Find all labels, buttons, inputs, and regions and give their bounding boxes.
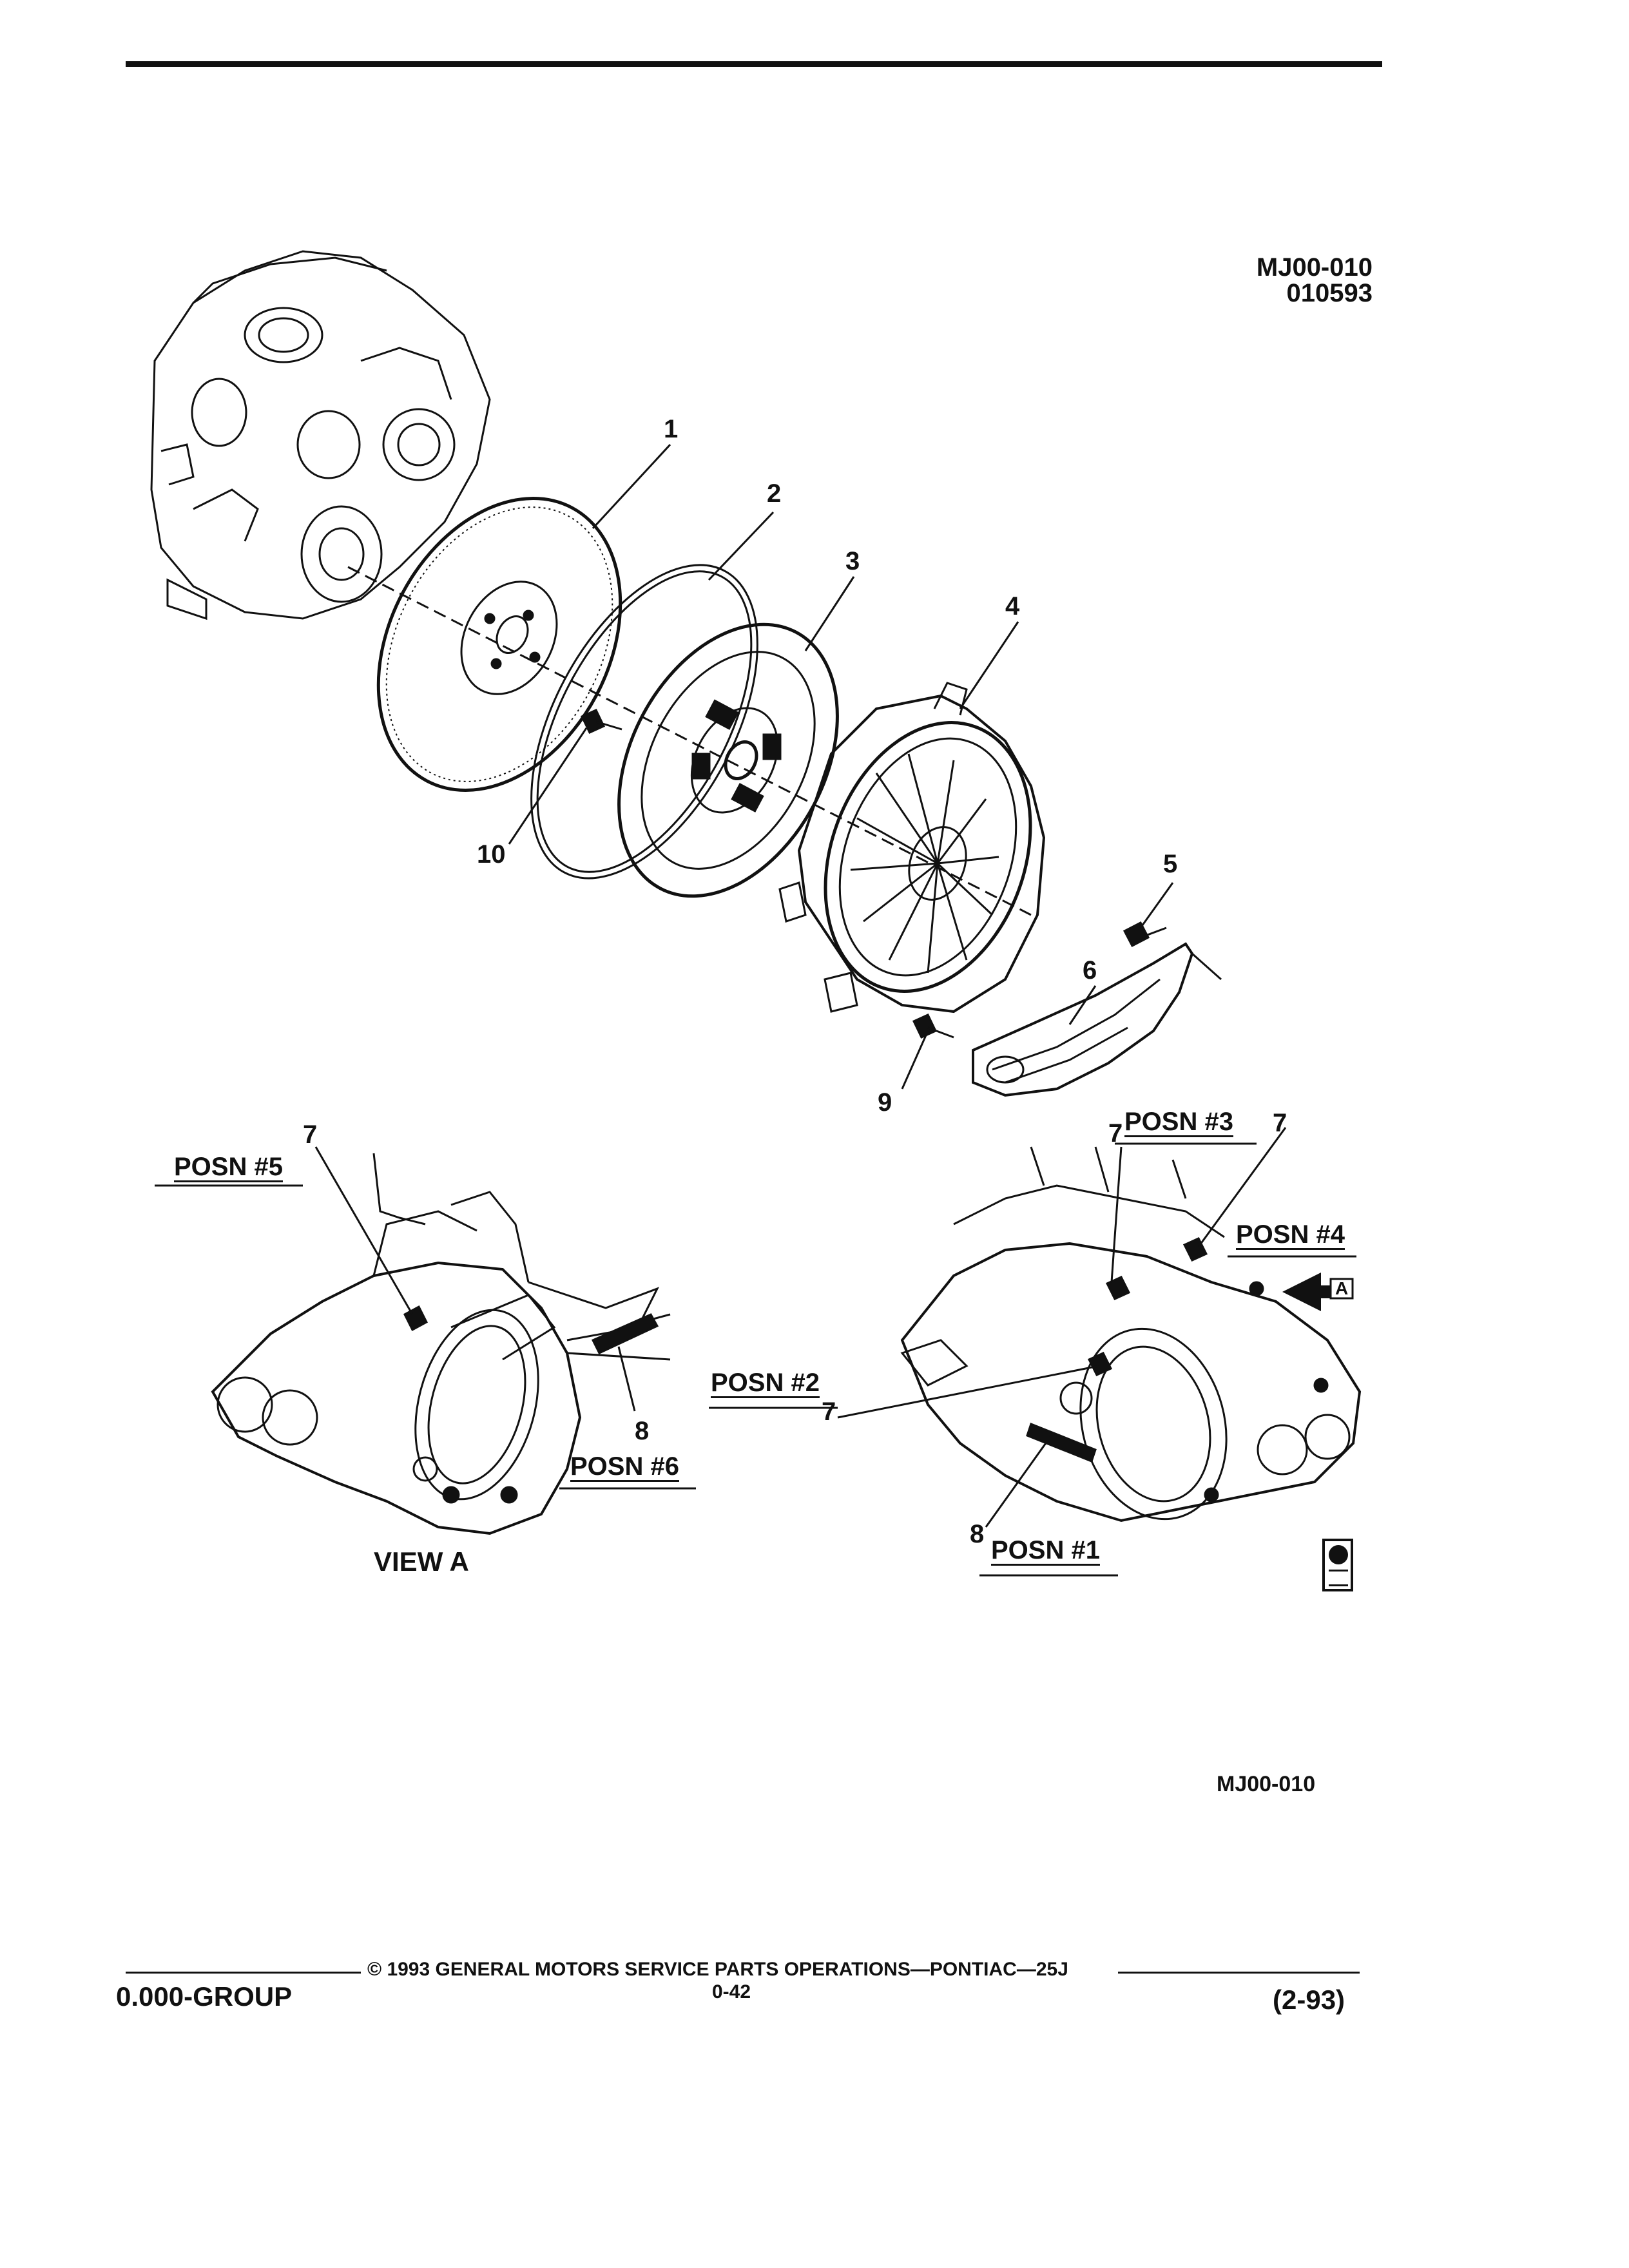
installed-callout-7-top: 7 — [1273, 1109, 1287, 1137]
bolt-9-illustration — [912, 1014, 954, 1039]
view-direction-box — [1329, 1278, 1354, 1300]
view-a-bolt-illustration — [403, 1305, 428, 1332]
figure-reference: MJ00-010 010593 — [1224, 255, 1373, 306]
installed-transaxle-illustration — [900, 1146, 1362, 1523]
callout-9: 9 — [878, 1088, 892, 1117]
callout-6: 6 — [1083, 956, 1097, 985]
view-a-callout-7: 7 — [303, 1120, 318, 1149]
view-direction-label: A — [1335, 1278, 1349, 1298]
callout-leaders — [508, 443, 1174, 1090]
callout-3: 3 — [845, 547, 860, 575]
view-a-posn-5: POSN #5 — [174, 1153, 283, 1181]
gm-spo-logo — [1322, 1539, 1353, 1591]
figure-code: MJ00-010 — [1217, 1772, 1316, 1796]
callout-1: 1 — [664, 415, 679, 443]
header-rule — [126, 61, 1382, 67]
posn-3-label: POSN #3 — [1124, 1108, 1233, 1136]
clutch-disc-illustration — [617, 622, 839, 898]
view-a-stud-illustration — [591, 1313, 671, 1354]
footer-page-number: 0-42 — [712, 1981, 751, 2003]
view-a-posn-6: POSN #6 — [570, 1452, 679, 1481]
view-direction-arrow — [1282, 1273, 1340, 1311]
bolt-10-illustration — [580, 709, 622, 734]
installed-callout-8: 8 — [970, 1520, 985, 1548]
installed-callout-7-mid: 7 — [1108, 1119, 1123, 1148]
installed-view-leaders — [709, 1127, 1356, 1577]
callout-5: 5 — [1163, 850, 1178, 878]
flywheel-illustration — [376, 497, 622, 792]
engine-block-illustration — [150, 250, 491, 620]
logo-disc — [1329, 1545, 1348, 1564]
footer-group: 0.000-GROUP — [116, 1981, 293, 2012]
view-a-leaders — [155, 1146, 696, 1490]
posn-4-label: POSN #4 — [1236, 1220, 1345, 1249]
ring-gasket-illustration — [530, 564, 758, 879]
view-a-title: VIEW A — [374, 1546, 469, 1577]
installed-callout-7-low: 7 — [822, 1398, 836, 1426]
callout-2: 2 — [767, 479, 782, 508]
assembly-axis — [347, 566, 1032, 916]
footer-copyright: © 1993 GENERAL MOTORS SERVICE PARTS OPER… — [367, 1959, 1068, 1980]
logo-bars — [1329, 1570, 1348, 1586]
callout-4: 4 — [1005, 592, 1020, 620]
installed-fasteners-illustration — [1026, 1237, 1208, 1463]
posn-2-label: POSN #2 — [711, 1369, 820, 1397]
dust-cover-illustration — [972, 942, 1222, 1097]
posn-1-label: POSN #1 — [991, 1536, 1100, 1564]
pressure-plate-illustration — [778, 682, 1046, 1014]
footer-rule-right — [1118, 1972, 1360, 1974]
footer-revision: (2-93) — [1273, 1984, 1345, 2015]
view-a-callout-8: 8 — [635, 1417, 650, 1445]
figure-reference-date: 010593 — [1286, 279, 1373, 307]
bolt-5-illustration — [1123, 921, 1167, 948]
callout-10: 10 — [477, 840, 506, 869]
footer-rule-left — [126, 1972, 361, 1974]
figure-reference-code: MJ00-010 — [1256, 253, 1373, 282]
